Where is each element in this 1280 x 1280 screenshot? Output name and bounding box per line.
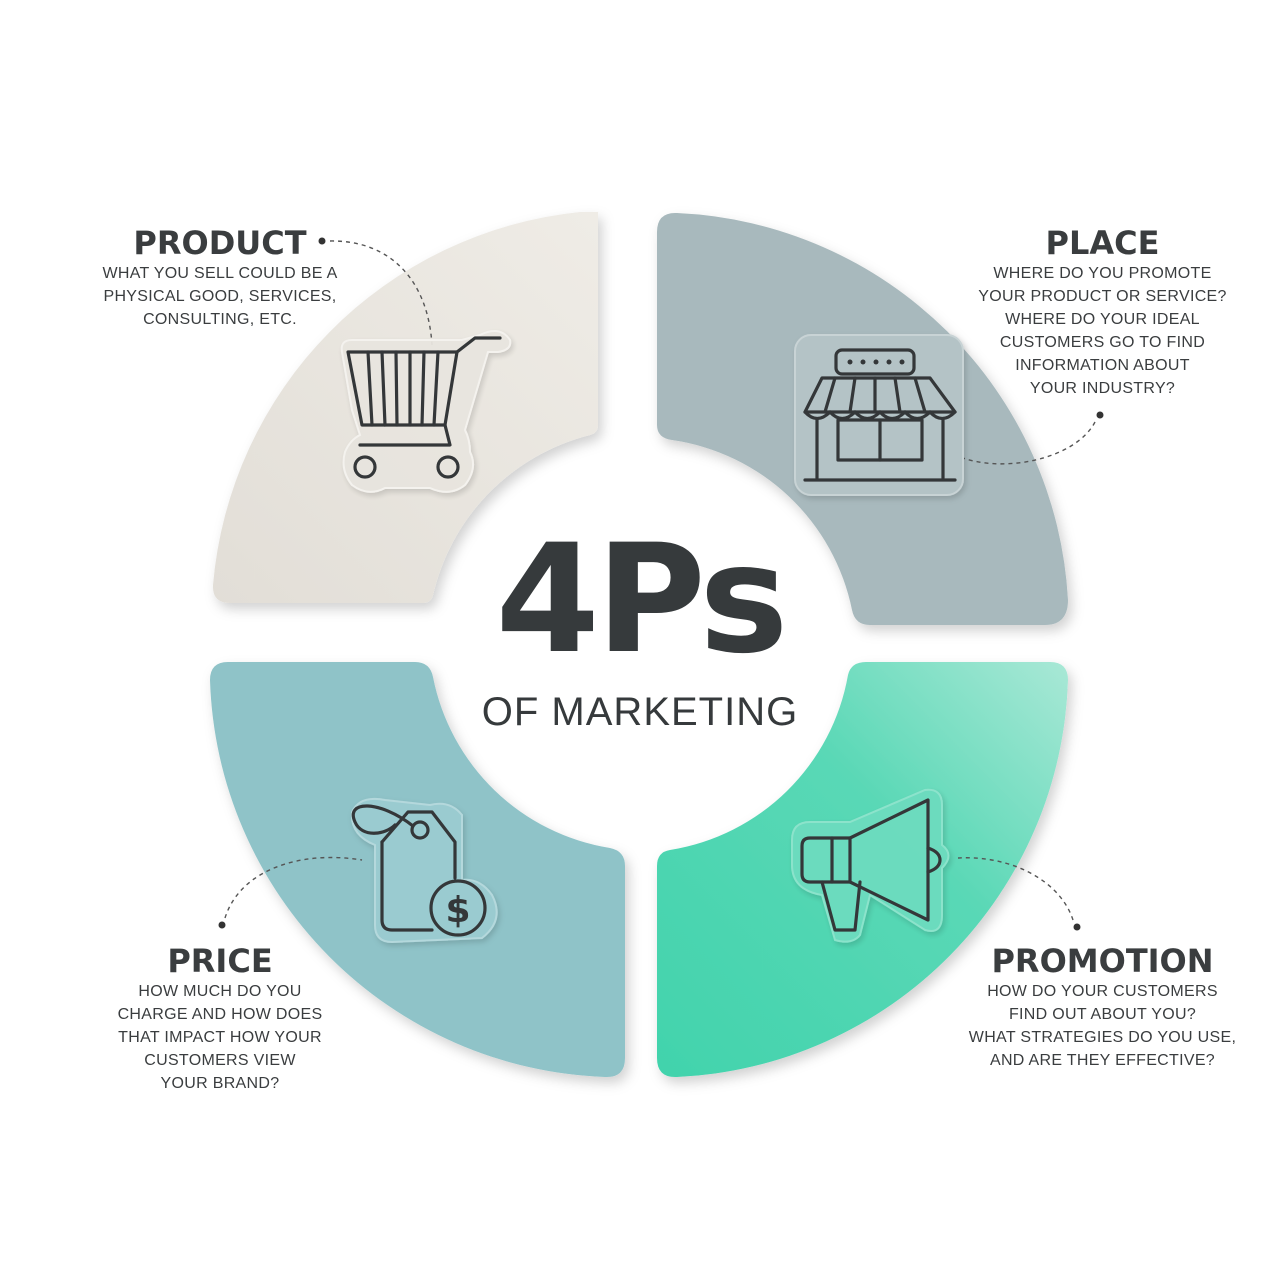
price-text-block: PRICE HOW MUCH DO YOU CHARGE AND HOW DOE… — [80, 942, 360, 1095]
storefront-icon — [794, 334, 964, 496]
price-desc-line: HOW MUCH DO YOU — [138, 983, 302, 1000]
price-tag-icon: $ — [350, 797, 498, 944]
promotion-desc-line: WHAT STRATEGIES DO YOU USE, — [968, 1029, 1237, 1046]
promotion-desc-line: AND ARE THEY EFFECTIVE? — [989, 1052, 1216, 1069]
product-heading: PRODUCT — [133, 224, 307, 262]
shopping-cart-icon — [340, 330, 512, 493]
place-desc-line: INFORMATION ABOUT — [1015, 357, 1190, 374]
promotion-desc-line: FIND OUT ABOUT YOU? — [1008, 1006, 1197, 1023]
place-desc-line: YOUR PRODUCT OR SERVICE? — [978, 288, 1227, 305]
promotion-leader-line — [957, 857, 1081, 931]
promotion-heading: PROMOTION — [991, 942, 1214, 980]
place-desc-line: WHERE DO YOUR IDEAL — [1005, 311, 1200, 328]
price-desc-line: CUSTOMERS VIEW — [144, 1052, 296, 1069]
price-desc-line: CHARGE AND HOW DOES — [117, 1006, 323, 1023]
product-text-block: PRODUCT WHAT YOU SELL COULD BE A PHYSICA… — [80, 224, 360, 331]
promotion-desc-line: HOW DO YOUR CUSTOMERS — [987, 983, 1218, 1000]
product-leader-line — [318, 237, 433, 346]
title-of-marketing: OF MARKETING — [481, 690, 799, 734]
place-heading: PLACE — [1045, 224, 1160, 262]
place-leader-line — [954, 411, 1104, 465]
product-desc-line: WHAT YOU SELL COULD BE A — [102, 265, 338, 282]
product-desc-line: PHYSICAL GOOD, SERVICES, — [103, 288, 337, 305]
megaphone-icon — [791, 788, 950, 943]
place-desc-line: WHERE DO YOU PROMOTE — [993, 265, 1212, 282]
promotion-text-block: PROMOTION HOW DO YOUR CUSTOMERS FIND OUT… — [950, 942, 1255, 1072]
place-desc-line: CUSTOMERS GO TO FIND — [999, 334, 1206, 351]
price-heading: PRICE — [167, 942, 273, 980]
price-leader-line — [218, 856, 363, 929]
price-desc-line: THAT IMPACT HOW YOUR — [118, 1029, 322, 1046]
title-4ps: 4Ps — [495, 513, 789, 687]
place-text-block: PLACE WHERE DO YOU PROMOTE YOUR PRODUCT … — [950, 224, 1255, 400]
place-desc-line: YOUR INDUSTRY? — [1029, 380, 1176, 397]
svg-text:$: $ — [445, 890, 470, 931]
price-desc-line: YOUR BRAND? — [160, 1075, 280, 1092]
product-desc-line: CONSULTING, ETC. — [143, 311, 297, 328]
